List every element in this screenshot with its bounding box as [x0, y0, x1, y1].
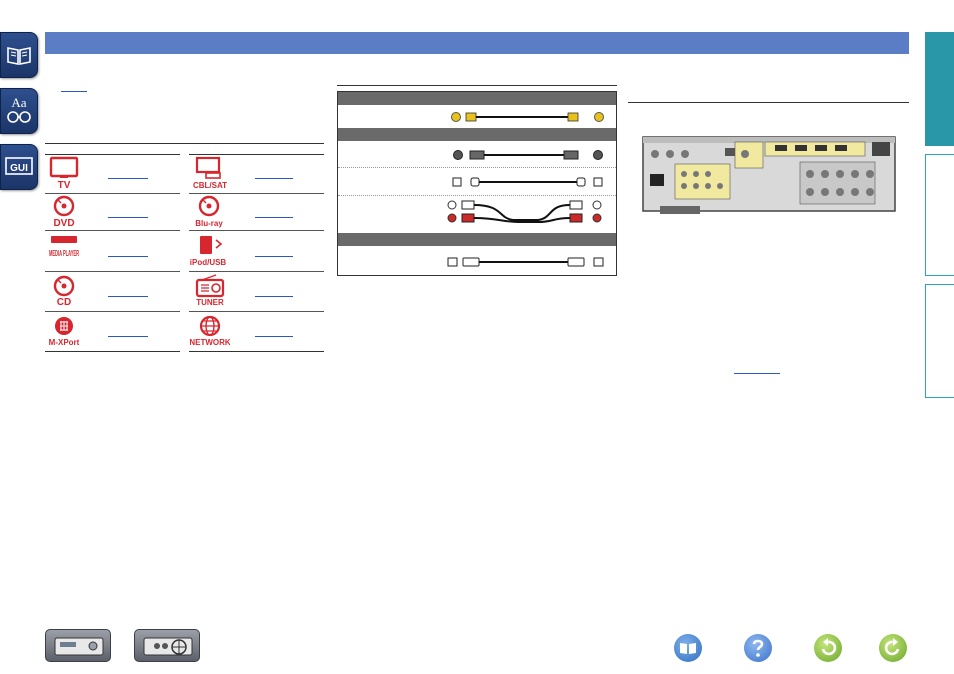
help-button[interactable]	[744, 634, 772, 662]
section-title-bar	[45, 32, 909, 54]
front-panel-icon	[54, 637, 104, 656]
source-link[interactable]	[108, 296, 148, 297]
ipod-usb-icon: iPod/USB	[190, 236, 227, 267]
source-link[interactable]	[255, 256, 293, 257]
globe-icon: NETWORK	[190, 315, 230, 347]
reference-link[interactable]	[61, 91, 87, 92]
source-link[interactable]	[108, 217, 148, 218]
cd-icon: CD	[53, 275, 75, 308]
blu-ray-icon: Blu-ray	[195, 195, 223, 228]
source-link[interactable]	[255, 296, 293, 297]
source-link[interactable]	[255, 178, 293, 179]
audio-cable-header	[338, 128, 616, 141]
source-label-cbl-sat: CBL/SAT	[193, 181, 227, 190]
video-cable-header	[338, 92, 616, 105]
right-tab-3[interactable]	[925, 284, 954, 398]
source-label-ipod-usb: iPod/USB	[190, 258, 227, 267]
source-label-blu-ray: Blu-ray	[195, 219, 223, 228]
cable-drawings	[447, 112, 604, 267]
source-label-dvd: DVD	[53, 218, 74, 229]
right-tab-active[interactable]	[925, 32, 954, 146]
dvd-icon: DVD	[53, 195, 75, 229]
index-tab-label: Aa	[11, 95, 26, 110]
back-button[interactable]	[814, 634, 842, 662]
gui-tab-label: GUI	[10, 163, 28, 174]
source-label-cd: CD	[57, 297, 71, 308]
source-link[interactable]	[108, 336, 148, 337]
ethernet-cable	[447, 257, 604, 267]
source-link[interactable]	[255, 336, 293, 337]
source-label-network: NETWORK	[190, 338, 230, 347]
back-arrow-icon	[821, 638, 837, 656]
book-icon	[7, 47, 31, 65]
index-tab[interactable]: Aa	[0, 88, 38, 134]
cable-table	[337, 91, 617, 276]
source-label-media-player: MEDIA PLAYER	[49, 249, 79, 258]
gui-tab[interactable]: GUI	[0, 144, 38, 190]
contents-tab[interactable]	[0, 32, 38, 78]
cable-table-top-rule	[337, 85, 617, 86]
source-link[interactable]	[108, 178, 148, 179]
rear-panel-button[interactable]	[134, 629, 200, 662]
right-column-rule	[628, 102, 909, 103]
tv-icon: TV	[49, 156, 79, 190]
aa-glasses-icon: Aa	[7, 95, 31, 123]
front-panel-button[interactable]	[45, 629, 111, 662]
media-player-icon: MEDIA PLAYER	[49, 236, 79, 258]
forward-arrow-icon	[884, 638, 900, 656]
source-label-m-xport: M-XPort	[49, 338, 80, 347]
source-link[interactable]	[108, 256, 148, 257]
coaxial-digital-cable	[453, 150, 603, 160]
right-tab-2[interactable]	[925, 154, 954, 276]
radio-icon: TUNER	[195, 274, 225, 307]
receiver-reference-link[interactable]	[734, 373, 780, 374]
composite-video-cable	[451, 112, 604, 122]
stereo-audio-cable	[447, 200, 602, 223]
network-cable-header	[338, 233, 616, 246]
source-label-tv: TV	[58, 180, 71, 190]
question-icon	[752, 639, 764, 657]
m-xport-icon: M-XPort	[49, 317, 80, 347]
rear-panel-icon	[143, 637, 193, 656]
book-icon	[680, 643, 696, 654]
forward-button[interactable]	[879, 634, 907, 662]
source-link[interactable]	[255, 217, 293, 218]
book-button[interactable]	[674, 634, 702, 662]
gui-icon: GUI	[5, 157, 33, 175]
optical-cable	[452, 177, 603, 187]
receiver-rear-panel-icon	[642, 136, 896, 214]
cable-box-icon: CBL/SAT	[193, 156, 227, 190]
source-label-tuner: TUNER	[196, 298, 224, 307]
